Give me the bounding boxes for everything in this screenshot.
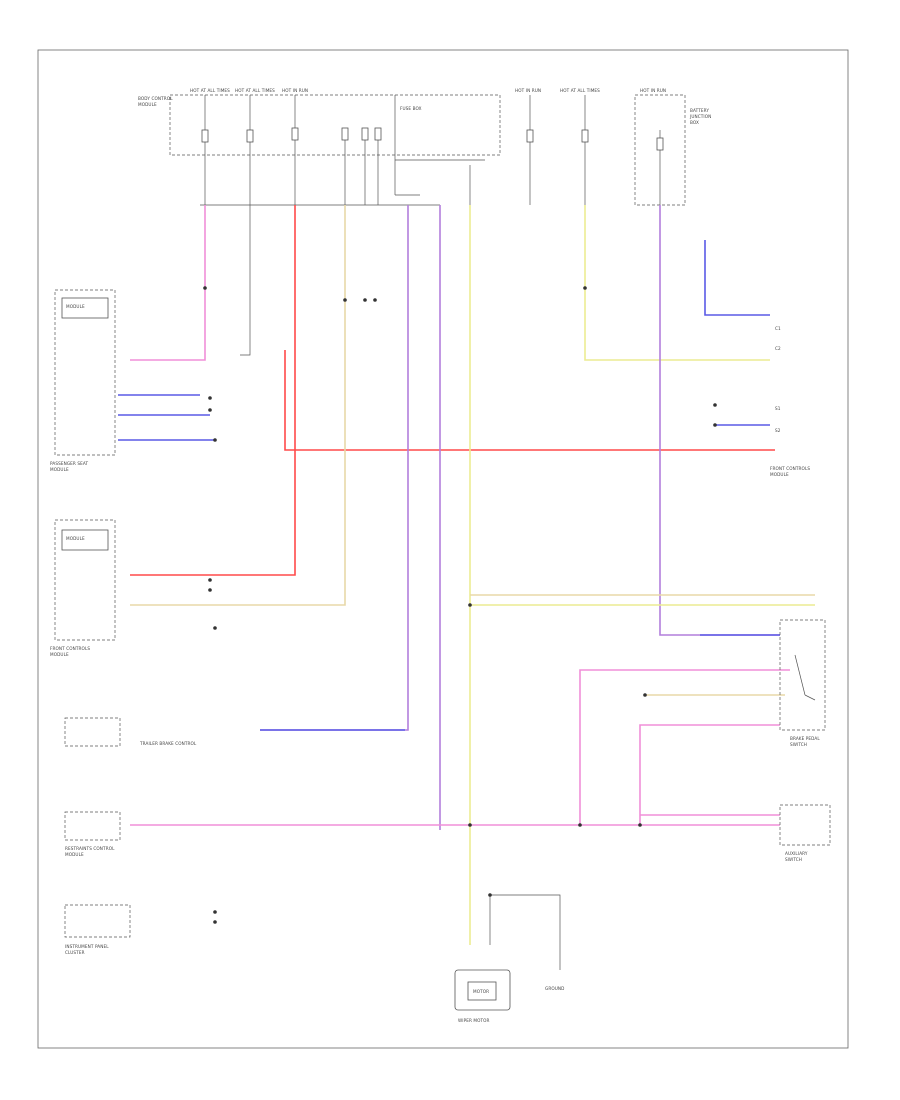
wire-pink-right-2 xyxy=(639,724,780,825)
svg-text:C2: C2 xyxy=(775,346,781,351)
svg-text:FUSE BOX: FUSE BOX xyxy=(400,106,422,111)
svg-text:BODY CONTROL: BODY CONTROL xyxy=(138,96,173,101)
svg-text:MODULE: MODULE xyxy=(50,652,69,657)
svg-text:WIPER MOTOR: WIPER MOTOR xyxy=(458,1018,490,1023)
svg-text:S2: S2 xyxy=(775,428,781,433)
left-module-5: INSTRUMENT PANEL CLUSTER xyxy=(64,904,131,955)
right-module-bottom: AUXILIARY SWITCH xyxy=(779,804,831,862)
svg-text:JUNCTION: JUNCTION xyxy=(689,114,711,119)
wire-red-horizontal xyxy=(284,350,775,451)
wire-gray-bottom-2 xyxy=(490,894,561,970)
svg-text:HOT AT ALL TIMES: HOT AT ALL TIMES xyxy=(235,88,275,93)
svg-text:MODULE: MODULE xyxy=(66,536,85,541)
left-module-2: MODULE FRONT CONTROLS MODULE xyxy=(50,519,116,657)
svg-text:CLUSTER: CLUSTER xyxy=(65,950,85,955)
left-module-5-outline xyxy=(64,904,131,938)
right-module-switch: BRAKE PEDAL SWITCH xyxy=(779,619,826,747)
fuse-4 xyxy=(341,127,349,205)
bottom-component: MOTOR WIPER MOTOR GROUND xyxy=(454,969,564,1023)
fuse-box-outline xyxy=(169,94,501,156)
svg-text:S1: S1 xyxy=(775,406,781,411)
svg-text:MOTOR: MOTOR xyxy=(473,989,489,994)
left-module-4: RESTRAINTS CONTROL MODULE xyxy=(64,811,121,857)
fuse-1 xyxy=(201,95,209,205)
right-bottom-outline xyxy=(779,804,831,846)
svg-text:PASSENGER SEAT: PASSENGER SEAT xyxy=(50,461,88,466)
svg-text:FRONT CONTROLS: FRONT CONTROLS xyxy=(770,466,810,471)
wire-red-main xyxy=(130,205,296,576)
wire-blue-upper-right xyxy=(704,240,770,316)
right-switch-outline xyxy=(779,619,826,731)
fuse-9 xyxy=(656,130,664,205)
svg-text:TRAILER BRAKE CONTROL: TRAILER BRAKE CONTROL xyxy=(139,741,197,746)
svg-text:INSTRUMENT PANEL: INSTRUMENT PANEL xyxy=(65,944,109,949)
wire-gray-left xyxy=(240,205,251,356)
svg-text:BATTERY: BATTERY xyxy=(690,108,709,113)
wire-violet-right xyxy=(659,205,780,636)
svg-text:HOT AT ALL TIMES: HOT AT ALL TIMES xyxy=(190,88,230,93)
svg-text:HOT IN RUN: HOT IN RUN xyxy=(640,88,666,93)
wire-yellow-right xyxy=(584,205,770,361)
svg-text:MODULE: MODULE xyxy=(65,852,84,857)
right-connectors-upper: C1 C2 S1 S2 FRONT CONTROLS MODULE xyxy=(770,326,810,477)
svg-text:AUXILIARY: AUXILIARY xyxy=(785,851,808,856)
svg-text:FRONT CONTROLS: FRONT CONTROLS xyxy=(50,646,90,651)
fuse-6 xyxy=(374,127,382,205)
wire-pink-right-up xyxy=(579,669,790,825)
svg-text:C1: C1 xyxy=(775,326,781,331)
left-module-4-outline xyxy=(64,811,121,841)
svg-text:RESTRAINTS CONTROL: RESTRAINTS CONTROL xyxy=(65,846,115,851)
wire-pink-left xyxy=(130,205,206,361)
fuse-8 xyxy=(581,95,589,205)
svg-text:BRAKE PEDAL: BRAKE PEDAL xyxy=(790,736,820,741)
colored-wires xyxy=(118,205,815,970)
wire-tan-left xyxy=(130,205,346,606)
fuse-5 xyxy=(361,127,369,205)
left-module-3: TRAILER BRAKE CONTROL xyxy=(64,717,197,747)
svg-text:MODULE: MODULE xyxy=(770,472,789,477)
svg-text:HOT IN RUN: HOT IN RUN xyxy=(282,88,308,93)
left-module-1: MODULE PASSENGER SEAT MODULE xyxy=(50,289,116,472)
fuse-block-top: HOT AT ALL TIMES HOT AT ALL TIMES HOT IN… xyxy=(138,88,711,206)
svg-text:SWITCH: SWITCH xyxy=(790,742,807,747)
svg-text:MODULE: MODULE xyxy=(50,467,69,472)
left-module-1-outline xyxy=(54,289,116,456)
svg-text:HOT IN RUN: HOT IN RUN xyxy=(515,88,541,93)
splice-dots xyxy=(203,286,717,924)
diagram-frame xyxy=(37,49,849,1049)
svg-text:HOT AT ALL TIMES: HOT AT ALL TIMES xyxy=(560,88,600,93)
left-module-3-outline xyxy=(64,717,121,747)
fuse-2 xyxy=(246,95,254,205)
left-module-2-outline xyxy=(54,519,116,641)
svg-text:SWITCH: SWITCH xyxy=(785,857,802,862)
svg-text:MODULE: MODULE xyxy=(66,304,85,309)
svg-text:GROUND: GROUND xyxy=(545,986,564,991)
svg-text:MODULE: MODULE xyxy=(138,102,157,107)
svg-text:BOX: BOX xyxy=(690,120,699,125)
wire-violet-mid xyxy=(260,205,409,731)
fuse-7 xyxy=(526,95,534,205)
fuse-3 xyxy=(291,95,299,205)
